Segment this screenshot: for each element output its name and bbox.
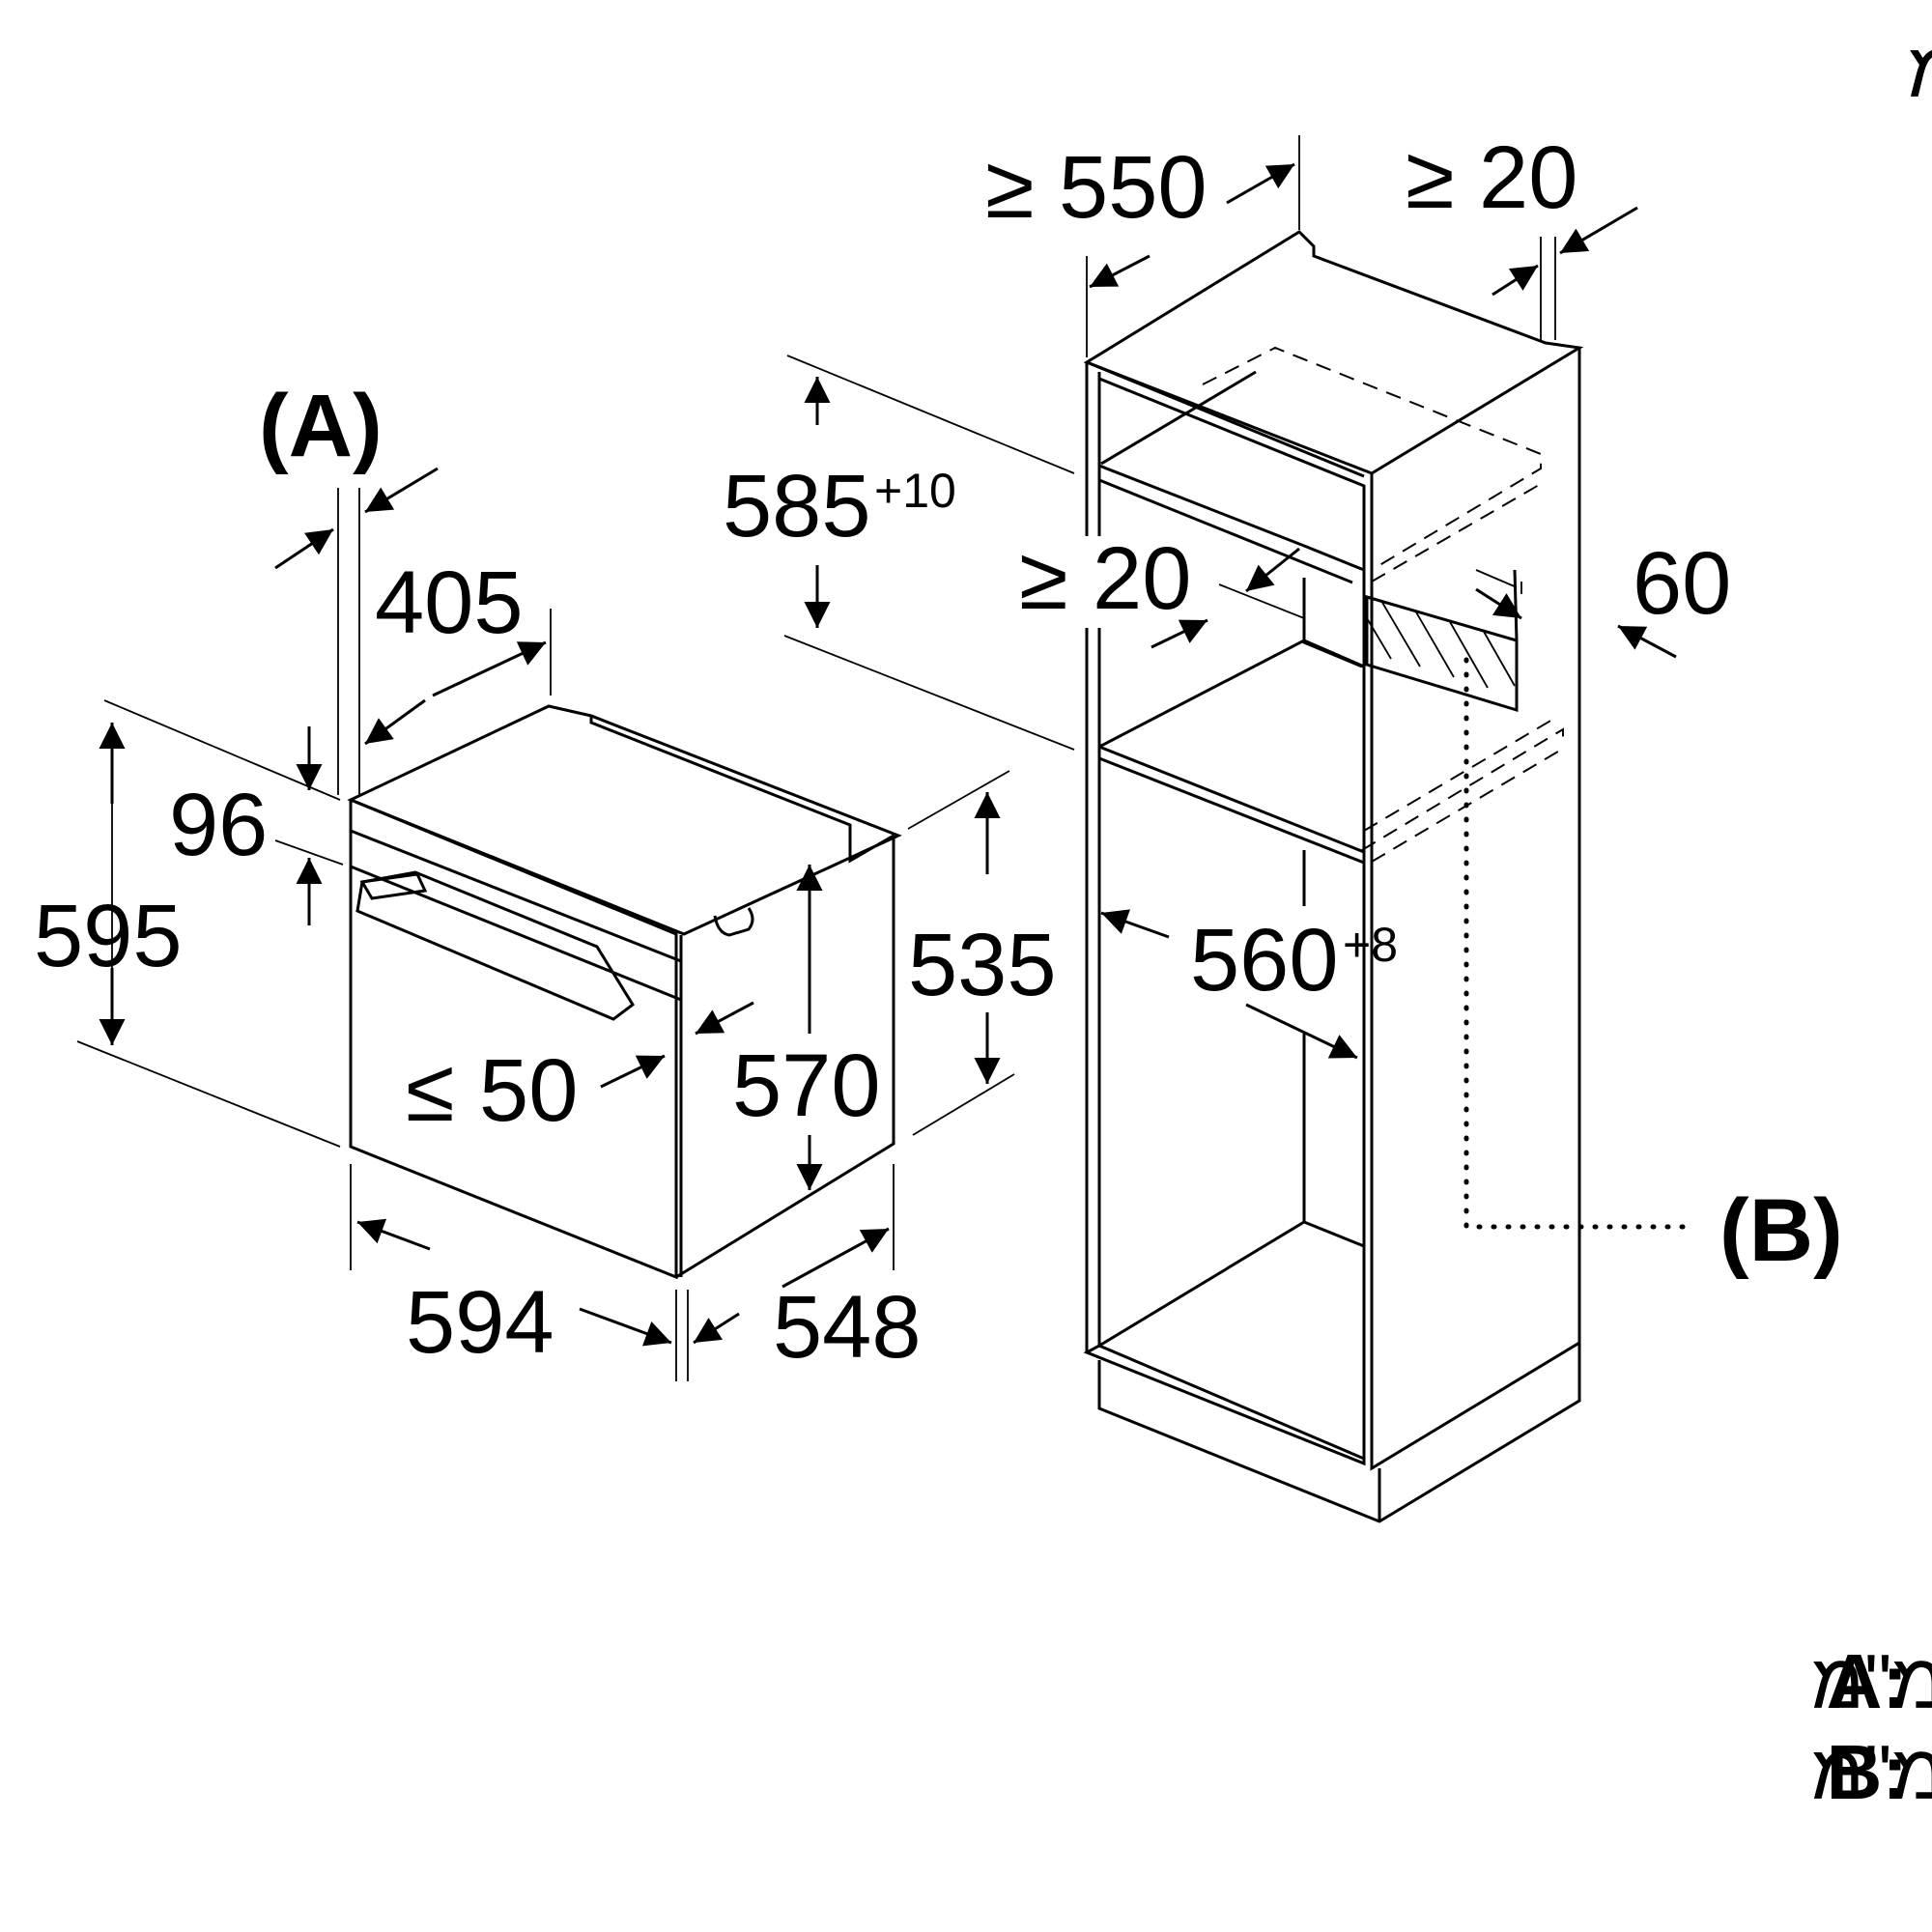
label-560: 560 — [1190, 911, 1339, 1009]
note-a-key: A: — [1827, 1638, 1908, 1724]
label-595: 595 — [34, 887, 183, 985]
cabinet-labels: ≥ 550 ≥ 20 585 +10 ≥ 20 60 560 +8 (B) — [723, 128, 1843, 1280]
label-560-tol: +8 — [1343, 918, 1398, 972]
label-60: 60 — [1633, 534, 1731, 633]
oven-drawing — [76, 488, 1015, 1381]
label-ge-20-top: ≥ 20 — [1406, 128, 1577, 227]
label-570: 570 — [732, 1037, 881, 1135]
label-callout-a: (A) — [259, 377, 383, 475]
label-ge-550: ≥ 550 — [985, 138, 1208, 237]
label-585-tol: +10 — [874, 464, 956, 518]
label-535: 535 — [908, 916, 1057, 1014]
note-a-text: 19.5 מ"מ — [1811, 1638, 1932, 1724]
oven-labels: (A) 405 96 595 535 570 ≤ 50 594 548 — [34, 377, 1057, 1377]
label-548: 548 — [773, 1278, 922, 1377]
label-405: 405 — [375, 554, 524, 652]
label-96: 96 — [169, 776, 268, 874]
label-594: 594 — [406, 1273, 554, 1372]
oven-dimension-lines — [99, 467, 1001, 1347]
note-b-text: מרווח לחיבור המכשיר 115 x 320 מ"מ — [1811, 1729, 1932, 1815]
note-b-key: B: — [1827, 1729, 1908, 1815]
label-585: 585 — [723, 457, 871, 555]
cabinet-drawing — [783, 135, 1689, 1523]
label-le-50: ≤ 50 — [406, 1041, 578, 1140]
cabinet-dimension-lines — [804, 162, 1677, 1060]
page-title: מידות במ"מ — [1908, 27, 1932, 113]
label-ge-20-inner: ≥ 20 — [1019, 529, 1191, 628]
label-callout-b: (B) — [1719, 1181, 1843, 1280]
notes: A: 19.5 מ"מ B: מרווח לחיבור המכשיר 115 x… — [1811, 1638, 1932, 1815]
